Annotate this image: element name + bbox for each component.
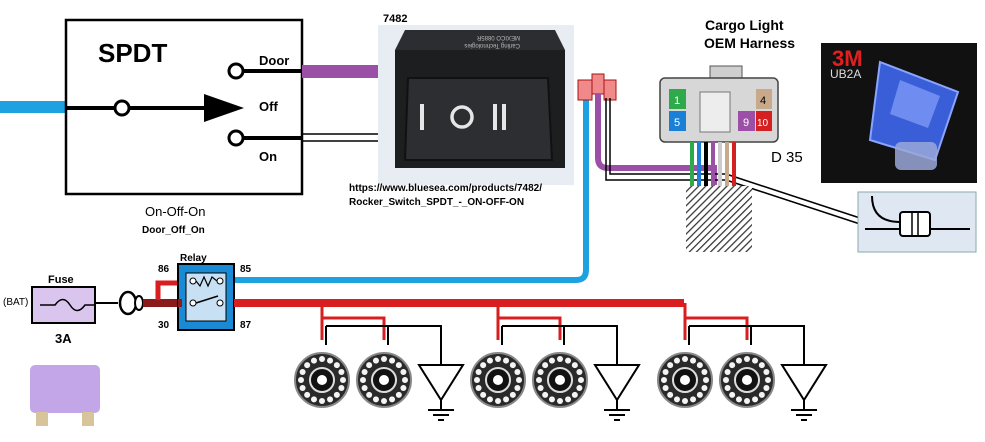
common-terminal bbox=[113, 99, 131, 117]
ground-symbol bbox=[593, 364, 641, 421]
relay-pin-86: 86 bbox=[158, 264, 170, 275]
pin-10 bbox=[756, 111, 772, 131]
relay-pin-87: 87 bbox=[240, 320, 252, 331]
rocker-mark-ii-a bbox=[493, 104, 497, 130]
door-wire-purple bbox=[302, 65, 380, 78]
puck-light bbox=[719, 352, 775, 408]
lights-group bbox=[294, 303, 828, 421]
connector-model: UB2A bbox=[830, 67, 861, 81]
rocker-url-line2: Rocker_Switch_SPDT_-_ON-OFF-ON bbox=[349, 197, 524, 208]
puck-light bbox=[532, 352, 588, 408]
harness-loom bbox=[686, 186, 752, 252]
off-label: Off bbox=[259, 99, 278, 114]
spdt-title: SPDT bbox=[98, 38, 167, 68]
rocker-body-text-2: Carling Technologies bbox=[464, 42, 520, 48]
pin-4 bbox=[756, 89, 772, 109]
pin-1-label: 1 bbox=[674, 95, 680, 107]
pin-10-label: 10 bbox=[757, 118, 769, 129]
switch-subcaption: Door_Off_On bbox=[142, 225, 205, 236]
pin-1 bbox=[669, 89, 686, 109]
rocker-actuator bbox=[403, 77, 554, 161]
puck-light bbox=[470, 352, 526, 408]
ring-terminal bbox=[118, 290, 138, 316]
fuse-source-label: (BAT) bbox=[3, 297, 28, 308]
pin-5-label: 5 bbox=[674, 117, 680, 129]
pin-9-label: 9 bbox=[743, 117, 749, 129]
rocker-mark-ii-b bbox=[502, 104, 506, 130]
wire-purple-to-harness bbox=[595, 94, 717, 185]
rocker-mark-i bbox=[420, 104, 424, 130]
harness-title-line2: OEM Harness bbox=[704, 35, 795, 51]
relay-pin-30: 30 bbox=[158, 320, 170, 331]
fuse-element bbox=[40, 298, 95, 312]
rocker-part-number: 7482 bbox=[383, 13, 407, 25]
harness-title-line1: Cargo Light bbox=[705, 17, 784, 33]
rocker-url-line1: https://www.bluesea.com/products/7482/ bbox=[349, 183, 542, 194]
fuse: Fuse (BAT) 3A bbox=[3, 274, 100, 426]
on-label: On bbox=[259, 149, 277, 164]
connector-brand: 3M bbox=[832, 46, 863, 71]
rocker-mark-o bbox=[450, 105, 474, 129]
pin-5 bbox=[669, 111, 686, 131]
fuse-photo bbox=[30, 365, 100, 413]
puck-light bbox=[294, 352, 350, 408]
on-terminal bbox=[227, 129, 245, 147]
puck-light bbox=[356, 352, 412, 408]
puck-light bbox=[657, 352, 713, 408]
relay: Relay 86 85 30 87 bbox=[158, 253, 252, 331]
fuse-rating: 3A bbox=[55, 331, 72, 346]
spdt-schematic: SPDT Door Off On On-Off-On Door_Off_On bbox=[0, 18, 304, 236]
pin-4-label: 4 bbox=[760, 95, 766, 107]
relay-label: Relay bbox=[180, 253, 207, 264]
connector-3m: 3M UB2A bbox=[821, 43, 977, 253]
wire-blue-to-relay bbox=[232, 98, 589, 283]
wire-red-bus bbox=[234, 299, 684, 307]
rocker-body-text-1: MEXICO 0885R bbox=[476, 34, 520, 40]
input-wire-blue bbox=[0, 101, 70, 113]
harness-label-d35: D 35 bbox=[771, 149, 803, 166]
relay-pin-85: 85 bbox=[240, 264, 252, 275]
fuse-label: Fuse bbox=[48, 274, 74, 286]
pin-9 bbox=[738, 111, 755, 131]
ground-symbol bbox=[780, 364, 828, 421]
switch-arrow bbox=[204, 94, 244, 122]
rocker-switch: 7482 MEXICO 0885R Carling Technologies h… bbox=[349, 13, 574, 208]
oem-harness: Cargo Light OEM Harness 1 4 5 9 10 bbox=[659, 17, 803, 252]
ground-symbol bbox=[417, 364, 465, 421]
door-label: Door bbox=[259, 53, 289, 68]
wire-dark-red bbox=[143, 299, 178, 307]
switch-caption: On-Off-On bbox=[145, 204, 205, 219]
door-terminal bbox=[227, 62, 245, 80]
